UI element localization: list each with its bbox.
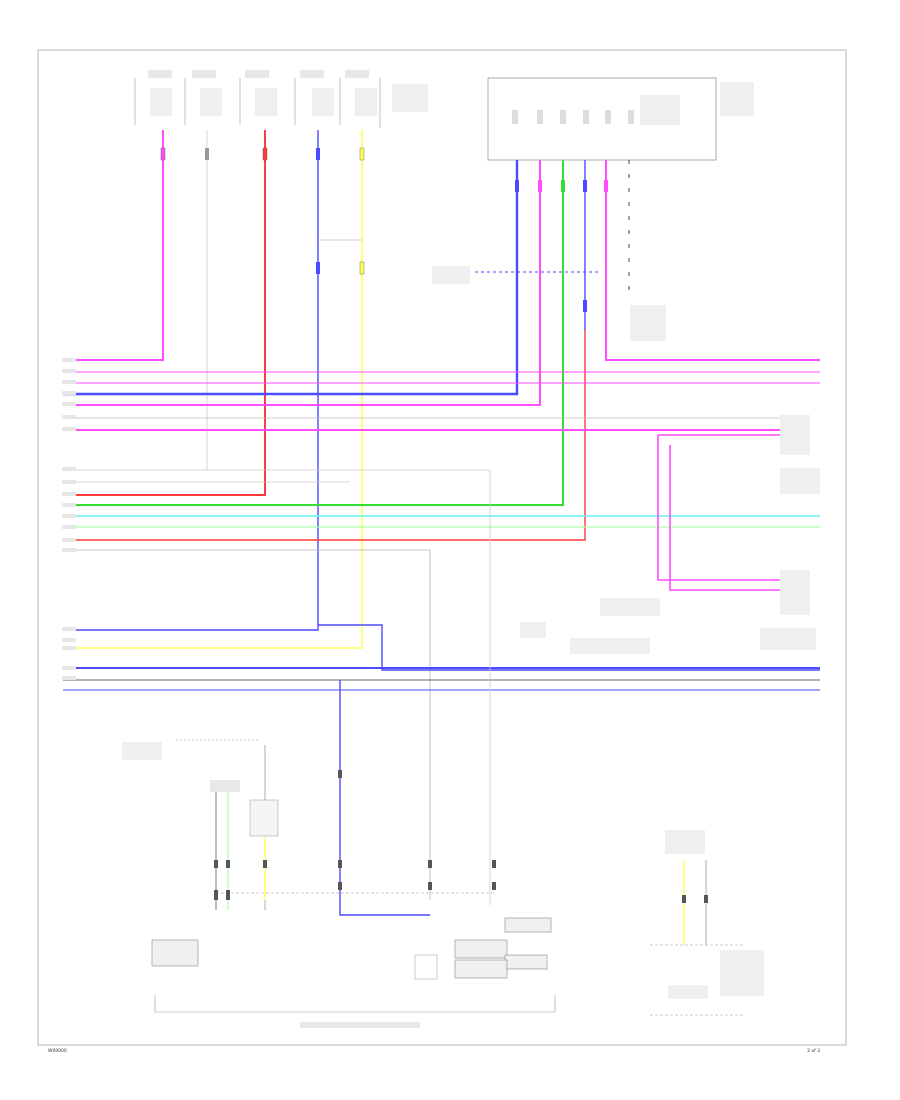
component-small-sw <box>414 954 438 980</box>
connector-markers <box>214 770 708 903</box>
wire-pink-3 <box>605 160 820 361</box>
wire-red-2 <box>63 330 586 541</box>
shield-label <box>432 266 470 284</box>
component-connector-a <box>210 780 240 792</box>
diagram-frame <box>37 49 847 1046</box>
component-relay <box>249 799 279 837</box>
bus-gray-d <box>63 549 431 900</box>
upper-connector-markers <box>160 147 608 312</box>
module-box-pins <box>512 82 754 125</box>
component-box-c <box>504 954 548 970</box>
bus-blue-mid <box>318 624 820 671</box>
horizontal-bus <box>63 371 820 905</box>
vertical-wires-top <box>63 130 363 649</box>
wire-pink-2 <box>63 160 541 406</box>
component-right-label <box>665 830 705 854</box>
component-right-desc <box>720 950 764 996</box>
right-harness-line <box>650 944 745 1016</box>
top-connector-labels <box>148 70 428 116</box>
wire-yellow-1 <box>63 130 363 649</box>
component-right-sensor <box>668 985 708 999</box>
ground-label <box>630 305 666 341</box>
wire-blue-down <box>339 680 430 916</box>
right-branch <box>657 434 780 591</box>
top-connector-group <box>134 78 381 128</box>
module-box-top-right <box>487 77 717 161</box>
component-box-d <box>454 959 508 979</box>
harness-caption <box>300 1022 420 1028</box>
harness-line <box>154 995 556 1013</box>
footer-code: W00000 <box>48 1048 67 1054</box>
lower-wires <box>154 680 745 1016</box>
page-marker: 2 of 3 <box>807 1048 820 1054</box>
component-box-a <box>504 917 552 933</box>
wire-pink-1 <box>63 130 164 361</box>
component-box-b <box>454 939 508 959</box>
component-left-label <box>122 742 162 760</box>
component-left <box>151 939 199 967</box>
wire-blue-1 <box>63 130 319 631</box>
wire-green-1 <box>63 160 564 506</box>
vertical-wires-right <box>63 160 820 541</box>
lower-components <box>122 742 764 999</box>
right-module-labels <box>520 415 820 654</box>
wire-blue-2 <box>63 160 519 396</box>
wire-red-1 <box>63 130 266 496</box>
left-pin-labels <box>62 358 76 680</box>
